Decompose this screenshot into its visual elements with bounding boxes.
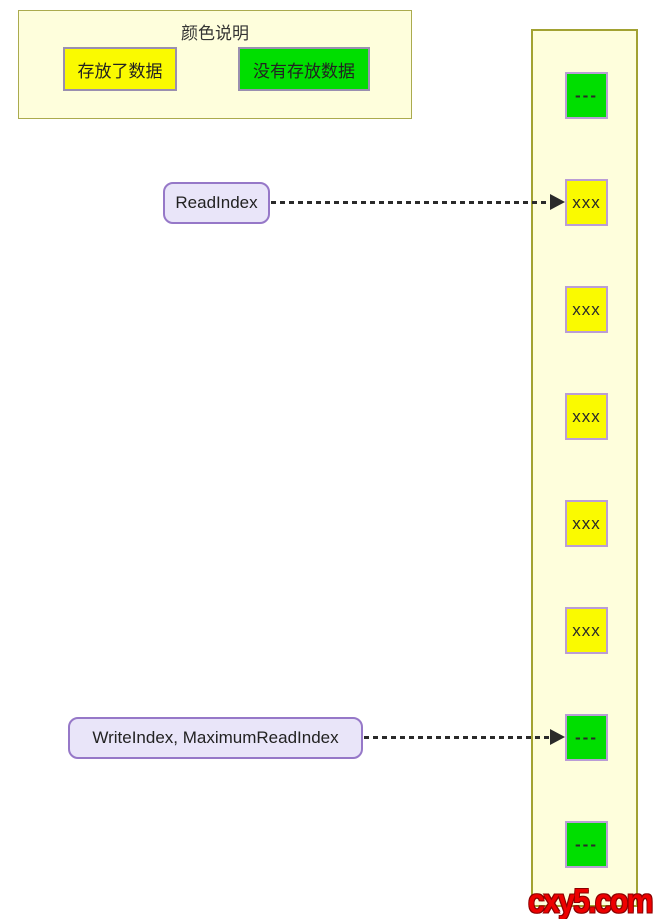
writeindex-label: WriteIndex, MaximumReadIndex — [68, 717, 363, 759]
writeindex-arrow-line — [364, 736, 550, 739]
buffer-cell: xxx — [565, 286, 608, 333]
buffer-cell: --- — [565, 714, 608, 761]
buffer-cell: --- — [565, 821, 608, 868]
buffer-cell: xxx — [565, 500, 608, 547]
legend-swatch-empty: 没有存放数据 — [238, 47, 370, 91]
buffer-cell: --- — [565, 72, 608, 119]
color-legend-panel: 颜色说明 存放了数据 没有存放数据 — [18, 10, 412, 119]
readindex-label: ReadIndex — [163, 182, 270, 224]
buffer-cell: xxx — [565, 393, 608, 440]
ring-buffer-column: --- xxx xxx xxx xxx xxx --- --- — [531, 29, 638, 907]
readindex-arrowhead-icon — [550, 194, 565, 210]
buffer-cell: xxx — [565, 179, 608, 226]
watermark: cxy5.com — [528, 881, 654, 919]
buffer-cell: xxx — [565, 607, 608, 654]
legend-swatch-filled: 存放了数据 — [63, 47, 177, 91]
writeindex-arrowhead-icon — [550, 729, 565, 745]
readindex-arrow-line — [271, 201, 550, 204]
legend-title: 颜色说明 — [181, 24, 249, 43]
